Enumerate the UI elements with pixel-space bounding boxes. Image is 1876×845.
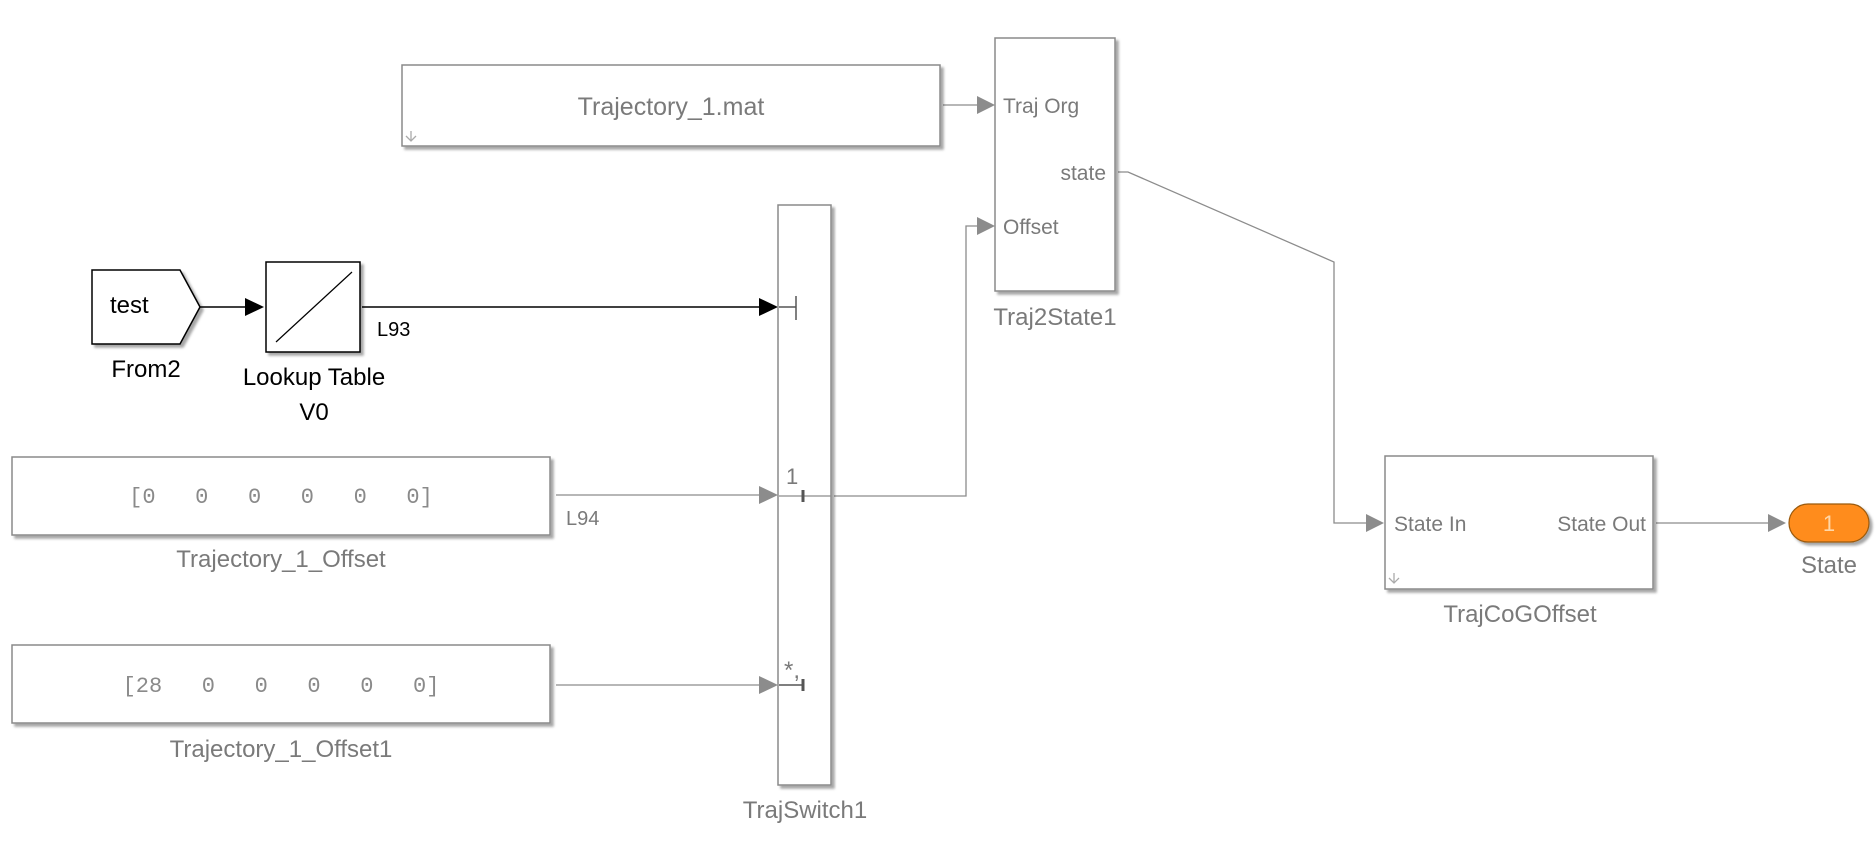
signal-label-l93: L93 <box>377 319 410 341</box>
block-name-lookup-line2: V0 <box>299 399 328 426</box>
traj2state-rect[interactable] <box>994 37 1116 292</box>
traj2state-block[interactable]: Traj Org Offset state Traj2State1 <box>993 37 1117 331</box>
port-label-state: state <box>1060 162 1106 185</box>
signal-lines <box>200 96 1786 694</box>
from-tag-text: test <box>110 292 149 319</box>
switch-block[interactable]: 1 *, TrajSwitch1 <box>743 204 867 824</box>
arrow-icon <box>1768 514 1786 532</box>
port-label-state-out: State Out <box>1557 513 1646 536</box>
arrow-icon <box>1366 514 1384 532</box>
from-file-block[interactable]: Trajectory_1.mat <box>401 64 941 147</box>
outport-number: 1 <box>1823 511 1835 536</box>
switch-port-label-2: *, <box>784 657 800 684</box>
block-name-lookup-line1: Lookup Table <box>243 364 385 391</box>
signal-state-to-statein[interactable] <box>1118 171 1368 524</box>
block-name-cog: TrajCoGOffset <box>1443 601 1597 628</box>
outport-block[interactable]: 1 State <box>1788 503 1870 579</box>
constant-2-value: [28 0 0 0 0 0] <box>123 674 440 699</box>
constant-1-value: [0 0 0 0 0 0] <box>129 485 433 510</box>
constant-1-rect[interactable] <box>11 456 551 536</box>
down-arrow-icon <box>405 131 417 142</box>
port-label-offset: Offset <box>1003 216 1059 239</box>
block-name-switch: TrajSwitch1 <box>743 797 867 824</box>
arrow-icon <box>759 676 778 694</box>
from-tag-block[interactable]: test From2 <box>91 269 201 383</box>
block-name-traj2state: Traj2State1 <box>993 304 1116 331</box>
port-label-traj-org: Traj Org <box>1003 95 1079 118</box>
down-arrow-icon <box>1388 573 1400 584</box>
constant-2-rect[interactable] <box>11 644 551 724</box>
block-name-const2: Trajectory_1_Offset1 <box>170 736 393 763</box>
lookup-line-icon <box>275 271 353 343</box>
cog-offset-block[interactable]: State In State Out TrajCoGOffset <box>1384 455 1654 628</box>
from-file-rect[interactable] <box>401 64 941 147</box>
lookup-table-block[interactable]: Lookup Table V0 <box>243 261 385 426</box>
signal-label-l94: L94 <box>566 508 599 530</box>
arrow-icon <box>977 217 995 235</box>
arrow-icon <box>759 486 778 504</box>
arrow-icon <box>245 298 264 316</box>
from-file-text: Trajectory_1.mat <box>578 93 765 121</box>
signal-switch-to-offset[interactable] <box>834 225 978 497</box>
block-name-const1: Trajectory_1_Offset <box>176 546 386 573</box>
arrow-icon <box>759 298 778 316</box>
port-label-state-in: State In <box>1394 513 1466 536</box>
outport-shape[interactable] <box>1788 503 1870 543</box>
constant-block-1[interactable]: [0 0 0 0 0 0] Trajectory_1_Offset <box>11 456 551 573</box>
block-name-outport: State <box>1801 552 1857 579</box>
block-name-from2: From2 <box>111 356 180 383</box>
from-tag-shape[interactable] <box>91 269 201 345</box>
switch-port-label-1: 1 <box>786 464 798 489</box>
arrow-icon <box>977 96 995 114</box>
constant-block-2[interactable]: [28 0 0 0 0 0] Trajectory_1_Offset1 <box>11 644 551 763</box>
cog-offset-rect[interactable] <box>1384 455 1654 590</box>
